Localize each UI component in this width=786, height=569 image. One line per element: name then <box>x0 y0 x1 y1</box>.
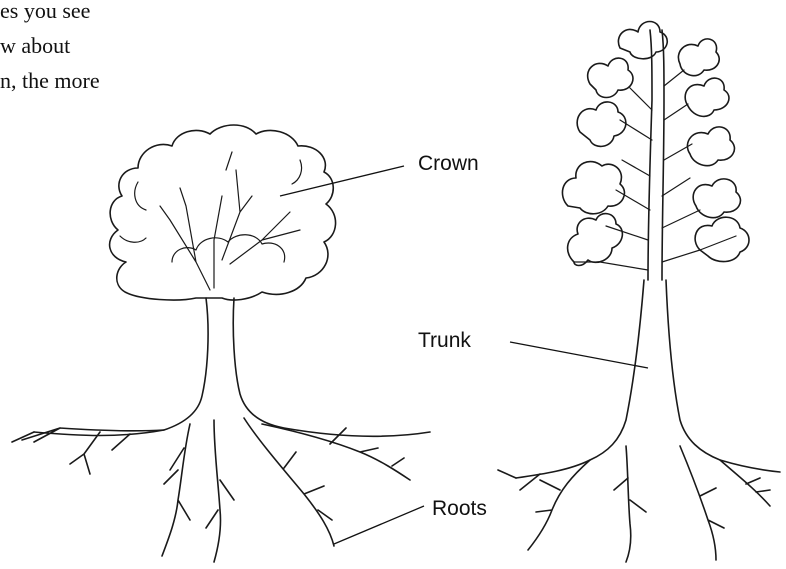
crown-leader-line <box>280 166 404 196</box>
roots-label: Roots <box>432 498 487 519</box>
left-tree-roots <box>12 418 410 562</box>
left-tree-crown <box>110 125 336 300</box>
right-tree-stem <box>648 30 664 280</box>
left-tree-trunk <box>34 298 430 436</box>
trunk-leader-line <box>510 342 648 368</box>
right-tree <box>498 22 780 563</box>
trunk-label: Trunk <box>418 330 471 351</box>
roots-leader-line <box>334 506 424 544</box>
crown-label: Crown <box>418 153 479 174</box>
left-tree <box>12 125 430 562</box>
right-tree-trunk <box>516 280 780 478</box>
